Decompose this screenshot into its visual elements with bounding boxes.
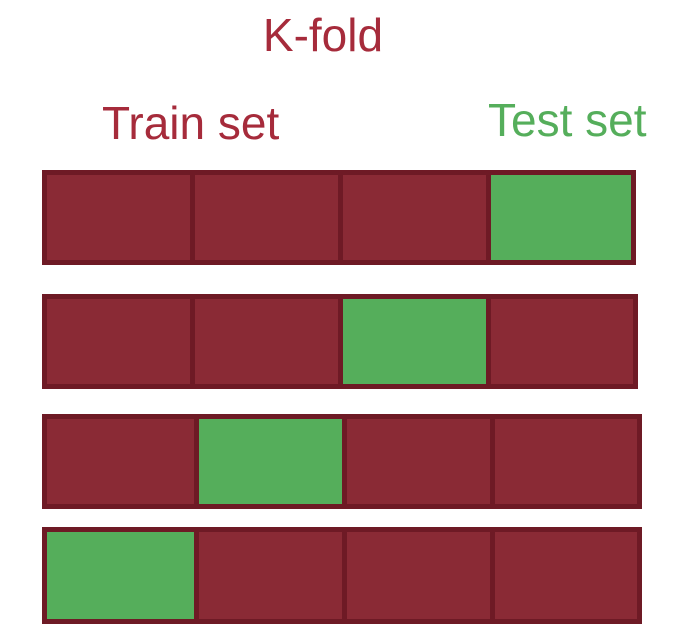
- fold-row-1: [42, 170, 636, 265]
- train-segment: [42, 170, 195, 265]
- test-segment: [486, 170, 636, 265]
- test-segment: [42, 527, 199, 624]
- fold-row-3: [42, 414, 642, 509]
- train-segment: [342, 414, 495, 509]
- train-segment: [190, 170, 343, 265]
- train-segment: [194, 527, 347, 624]
- train-segment: [490, 414, 642, 509]
- fold-row-4: [42, 527, 642, 624]
- train-segment: [42, 414, 199, 509]
- diagram-title: K-fold: [262, 9, 384, 61]
- test-set-label: Test set: [488, 94, 647, 146]
- fold-row-2: [42, 294, 638, 389]
- train-segment: [342, 527, 495, 624]
- train-segment: [338, 170, 491, 265]
- train-segment: [42, 294, 195, 389]
- train-segment: [486, 294, 638, 389]
- test-segment: [338, 294, 491, 389]
- train-segment: [190, 294, 343, 389]
- train-segment: [490, 527, 642, 624]
- train-set-label: Train set: [102, 97, 280, 149]
- test-segment: [194, 414, 347, 509]
